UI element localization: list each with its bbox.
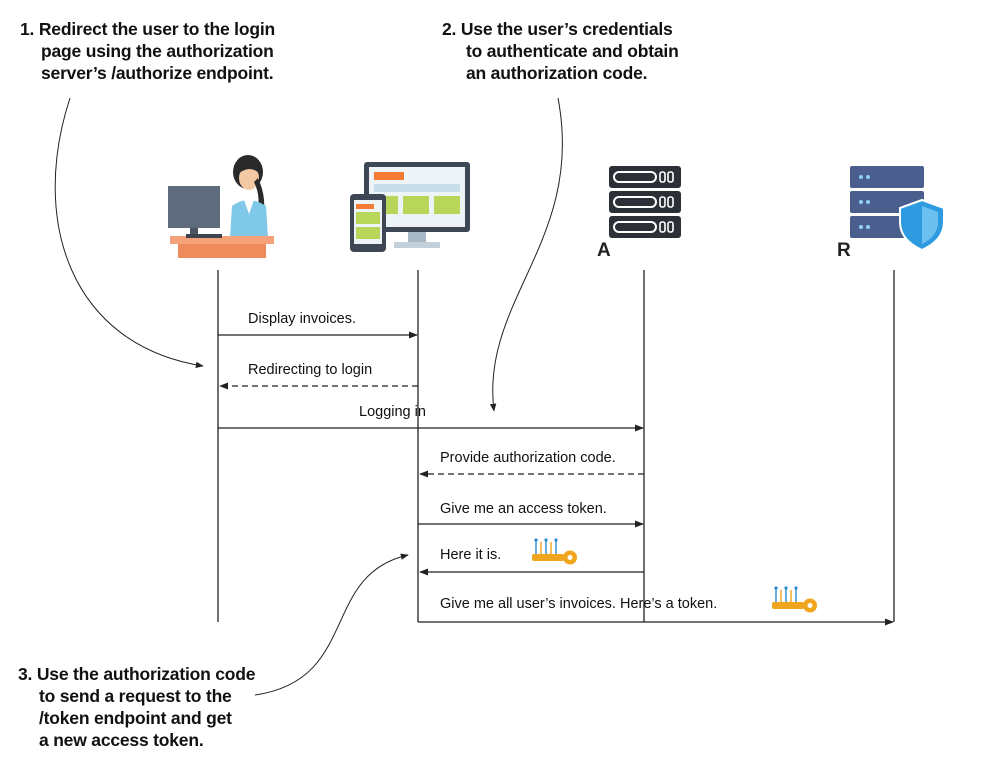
shielded-server-icon (850, 166, 945, 252)
pointer-note-1 (54, 97, 204, 369)
note-2-line-2: to authenticate and obtain (466, 41, 679, 61)
note-3-line-2: to send a request to the (39, 686, 232, 706)
note-1: 1. Redirect the user to the login page u… (20, 18, 275, 84)
key-icon (532, 538, 577, 565)
label-here-it-is: Here it is. (440, 547, 502, 563)
note-1-line-1: 1. Redirect the user to the login (20, 19, 275, 39)
actor-label-authorization-server: A (597, 240, 611, 261)
note-3-line-1: 3. Use the authorization code (18, 664, 256, 684)
label-give-token: Give me an access token. (440, 501, 607, 517)
note-1-line-2: page using the authorization (41, 41, 274, 61)
note-3: 3. Use the authorization code to send a … (18, 663, 255, 751)
label-give-invoices: Give me all user’s invoices. Here’s a to… (440, 596, 718, 612)
pointer-note-2 (489, 97, 563, 412)
note-2-line-1: 2. Use the user’s credentials (442, 19, 673, 39)
label-logging-in: Logging in (359, 404, 426, 420)
note-1-line-3: server’s /authorize endpoint. (41, 63, 274, 83)
note-2-line-3: an authorization code. (466, 63, 648, 83)
note-2: 2. Use the user’s credentials to authent… (442, 18, 679, 84)
note-3-line-3: /token endpoint and get (39, 708, 232, 728)
key-icon (772, 586, 817, 613)
label-display-invoices: Display invoices. (248, 311, 356, 327)
user-at-desk-icon (168, 155, 274, 258)
actor-label-resource-server: R (837, 240, 851, 261)
label-provide-code: Provide authorization code. (440, 450, 616, 466)
label-redirecting: Redirecting to login (248, 362, 373, 378)
client-app-icon (350, 162, 470, 252)
server-rack-icon (609, 166, 681, 238)
pointer-note-3 (254, 553, 409, 696)
note-3-line-4: a new access token. (39, 730, 204, 750)
